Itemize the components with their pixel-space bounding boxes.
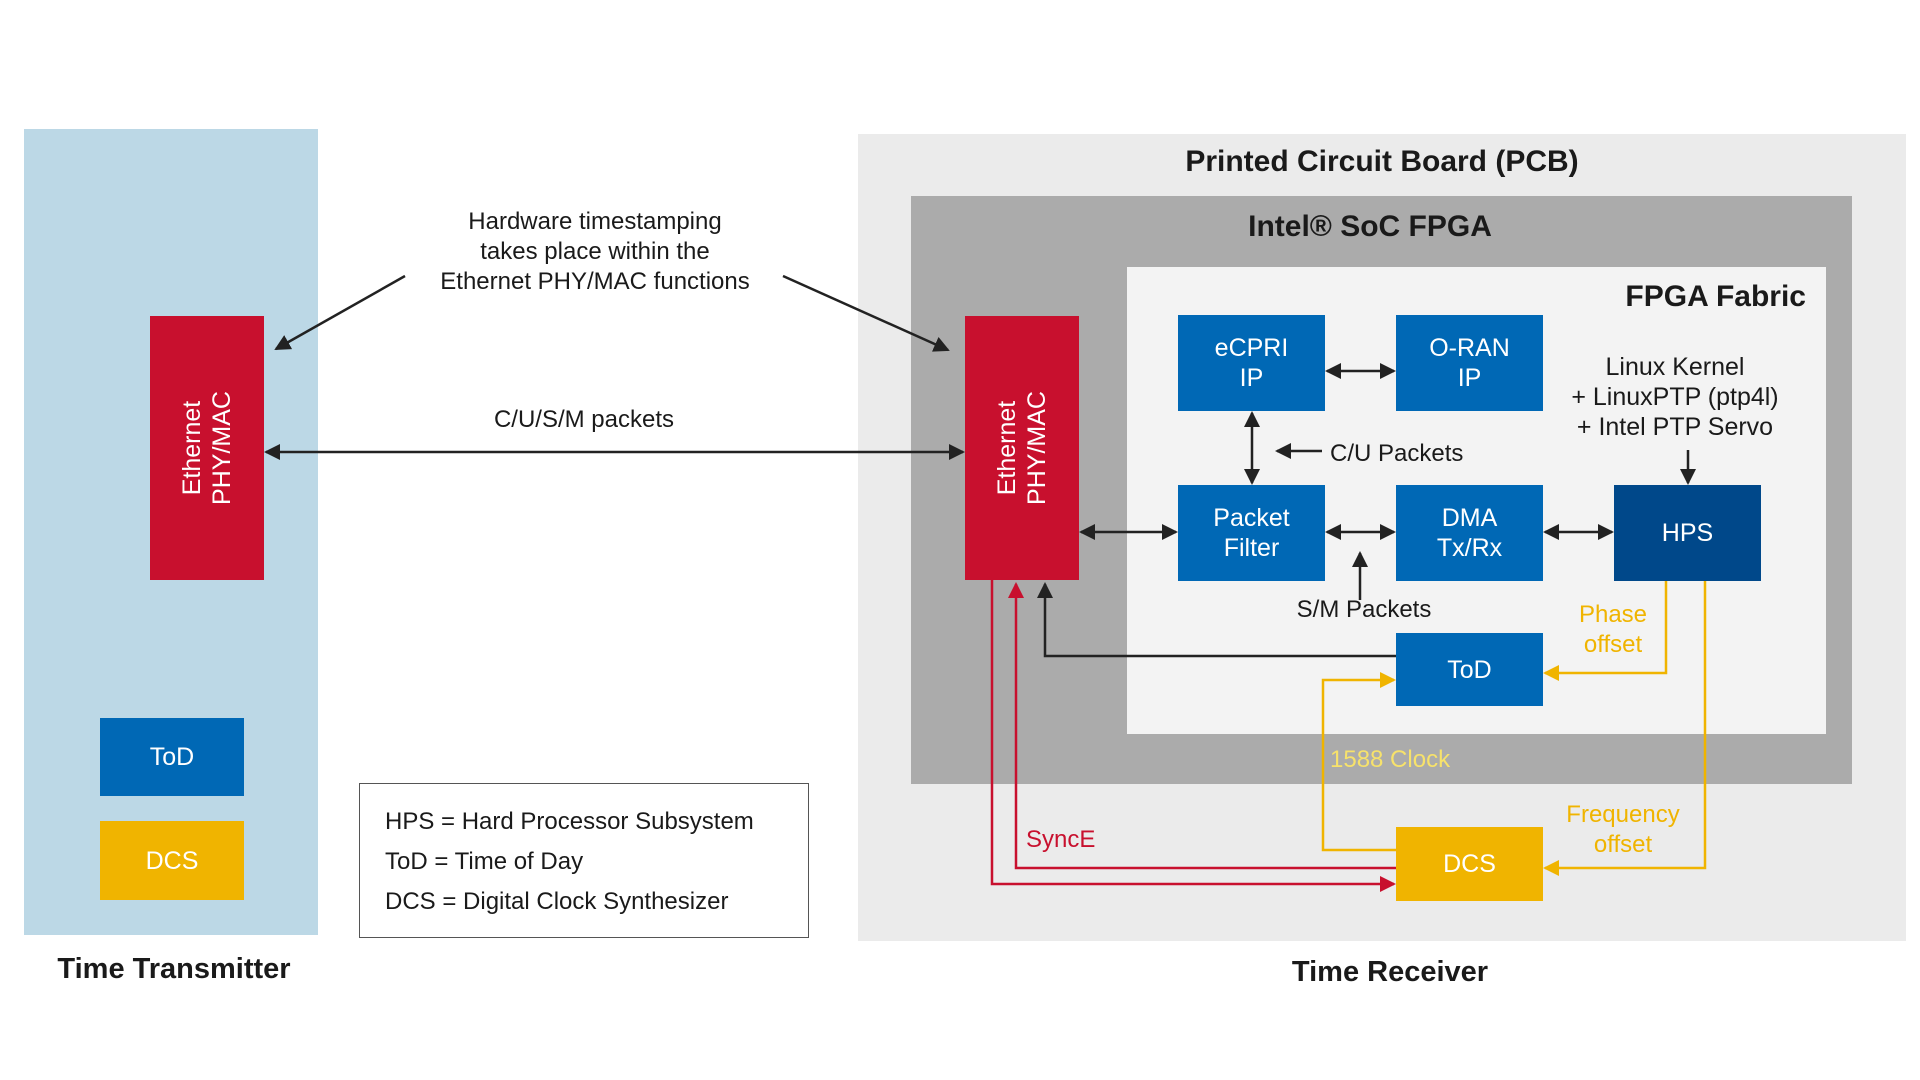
receiver-ethernet-phy-mac: Ethernet PHY/MAC bbox=[965, 316, 1079, 580]
packet-filter-label: Packet Filter bbox=[1213, 504, 1290, 562]
ecpri-ip-label: eCPRI IP bbox=[1214, 334, 1289, 392]
receiver-dcs-block: DCS bbox=[1396, 827, 1543, 901]
transmitter-dcs-label: DCS bbox=[145, 846, 199, 875]
legend-item-hps: HPS = Hard Processor Subsystem bbox=[385, 808, 754, 835]
dma-block: DMA Tx/Rx bbox=[1396, 485, 1543, 581]
timestamp-pointer-left bbox=[274, 274, 406, 351]
phase-offset-line bbox=[1543, 581, 1668, 681]
cu-packets-label: C/U Packets bbox=[1330, 440, 1464, 467]
sm-packets-label: S/M Packets bbox=[1296, 596, 1432, 623]
legend-box: HPS = Hard Processor Subsystem ToD = Tim… bbox=[359, 783, 809, 938]
legend-item-dcs: DCS = Digital Clock Synthesizer bbox=[385, 888, 729, 915]
transmitter-tod-block: ToD bbox=[100, 718, 244, 796]
oran-ip-label: O-RAN IP bbox=[1429, 334, 1510, 392]
hw-timestamp-note: Hardware timestamping takes place within… bbox=[440, 208, 750, 295]
phase-offset-label: Phase offset bbox=[1578, 601, 1648, 658]
receiver-tod-label: ToD bbox=[1447, 655, 1492, 684]
frequency-offset-line bbox=[1543, 581, 1707, 876]
fpga-fabric-label: FPGA Fabric bbox=[1625, 280, 1806, 313]
synce-to-phy-line bbox=[1008, 582, 1396, 870]
frequency-offset-label: Frequency offset bbox=[1566, 801, 1680, 858]
ecpri-ip-block: eCPRI IP bbox=[1178, 315, 1325, 411]
time-receiver-title: Time Receiver bbox=[1291, 956, 1489, 988]
time-transmitter-title: Time Transmitter bbox=[57, 953, 291, 985]
synce-label: SyncE bbox=[1026, 826, 1096, 853]
cusm-packets-label: C/U/S/M packets bbox=[493, 406, 675, 433]
clock-1588-label: 1588 Clock bbox=[1330, 746, 1451, 773]
oran-ip-block: O-RAN IP bbox=[1396, 315, 1543, 411]
clock-1588-line bbox=[1321, 672, 1396, 852]
pcb-label: Printed Circuit Board (PCB) bbox=[1185, 145, 1579, 178]
linux-kernel-label: Linux Kernel + LinuxPTP (ptp4l) + Intel … bbox=[1571, 353, 1779, 441]
receiver-tod-block: ToD bbox=[1396, 633, 1543, 706]
packet-filter-block: Packet Filter bbox=[1178, 485, 1325, 581]
legend-item-tod: ToD = Time of Day bbox=[385, 848, 584, 875]
receiver-dcs-label: DCS bbox=[1443, 850, 1496, 878]
dma-label: DMA Tx/Rx bbox=[1436, 504, 1503, 562]
hps-block: HPS bbox=[1614, 485, 1761, 581]
transmitter-ethernet-phy-mac: Ethernet PHY/MAC bbox=[150, 316, 264, 580]
timestamp-pointer-right bbox=[782, 274, 950, 352]
tod-to-phy-arrow bbox=[1037, 582, 1396, 658]
transmitter-tod-label: ToD bbox=[149, 743, 195, 771]
soc-fpga-label: Intel® SoC FPGA bbox=[1248, 210, 1492, 243]
transmitter-dcs-block: DCS bbox=[100, 821, 244, 900]
synce-to-dcs-line bbox=[990, 580, 1396, 892]
hps-label: HPS bbox=[1661, 519, 1714, 547]
